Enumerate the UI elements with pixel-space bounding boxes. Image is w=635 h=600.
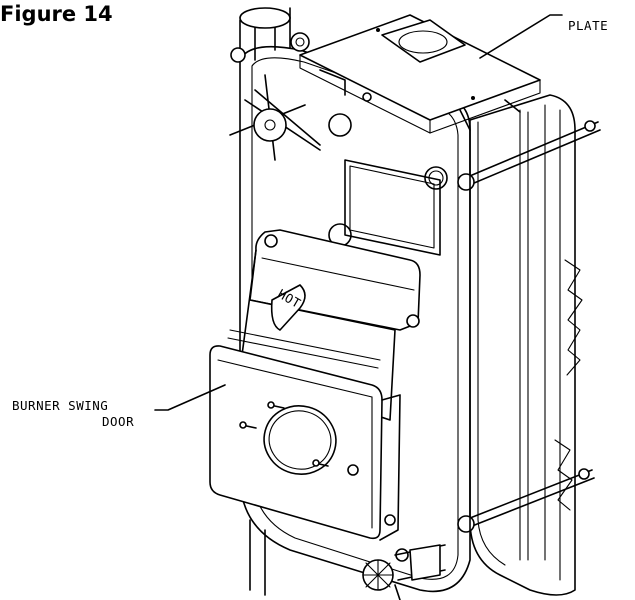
plate-callout: PLATE xyxy=(479,14,608,59)
drain-valve xyxy=(362,544,446,600)
tie-rods xyxy=(457,120,601,533)
front-section xyxy=(230,7,471,596)
burner-swing-door xyxy=(209,345,401,541)
figure-title: Figure 14 xyxy=(0,2,113,26)
boiler-sections xyxy=(469,94,583,596)
top-plate xyxy=(299,14,541,134)
burner-swing-door-callout: BURNER SWING DOOR xyxy=(12,384,226,429)
burner-swing-label-line1: BURNER SWING xyxy=(12,398,108,413)
plate-label: PLATE xyxy=(568,18,608,33)
burner-swing-label-line2: DOOR xyxy=(102,414,134,429)
air-vent-wheel xyxy=(229,74,321,161)
